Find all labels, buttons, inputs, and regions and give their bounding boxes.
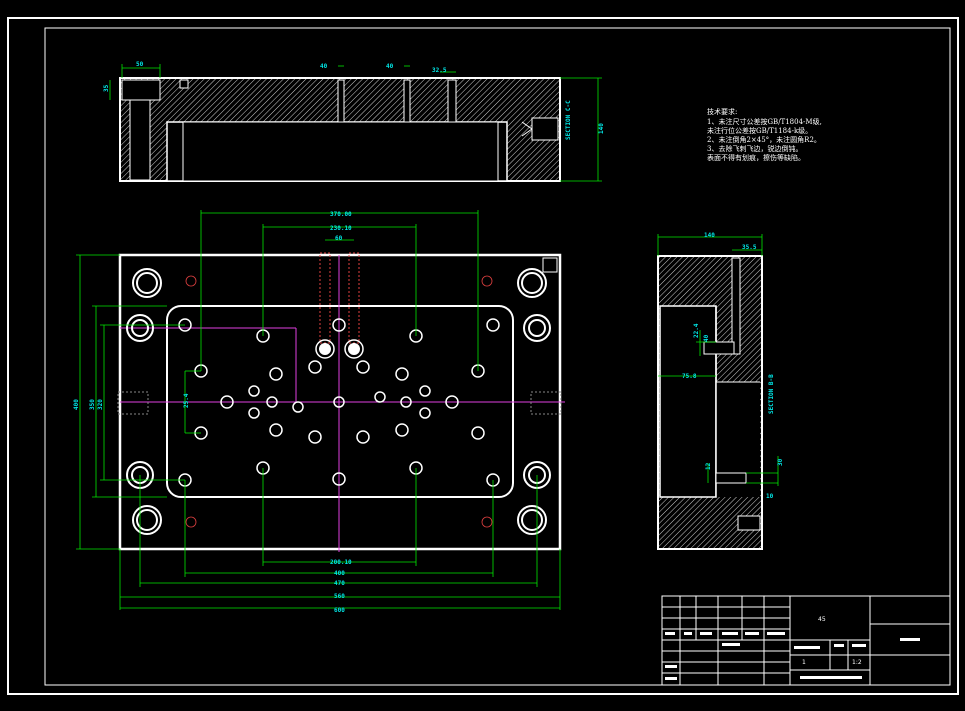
- front-section-view: [109, 64, 602, 182]
- notes-title: 技术要求:: [707, 107, 737, 116]
- dim-side-h4: 30: [777, 458, 784, 466]
- dim-front-w1: 50: [136, 61, 144, 68]
- title-block-scale: 1:2: [852, 659, 862, 666]
- title-block-fields: [665, 632, 920, 680]
- dim-side-w2: 35.5: [742, 244, 757, 251]
- dim-side-w1: 140: [704, 232, 715, 239]
- section-label-b: SECTION B-B: [768, 374, 775, 414]
- title-block-part-code: 45: [818, 616, 826, 623]
- dim-plan-bottom-4: 560: [334, 593, 345, 600]
- dim-front-w2: 40: [320, 63, 328, 70]
- dim-plan-top-mid: 230.10: [330, 225, 352, 232]
- dim-side-h1: 22.4: [693, 323, 700, 338]
- dim-plan-left-1: 400: [73, 399, 80, 410]
- title-block-sheet: 1: [802, 659, 806, 666]
- notes-line-4: 3、去除飞刺飞边，锐边倒钝。: [707, 144, 802, 153]
- notes-line-1: 1、未注尺寸公差按GB/T1804-M级,: [707, 117, 822, 126]
- dim-front-w4: 32.5: [432, 67, 447, 74]
- dim-plan-left-3: 320: [97, 399, 104, 410]
- plan-view: [76, 210, 565, 610]
- dim-plan-inner-v: 25.4: [183, 393, 190, 408]
- dim-plan-bottom-3: 470: [334, 580, 345, 587]
- dim-front-w3: 40: [386, 63, 394, 70]
- dim-plan-bottom-1: 200.10: [330, 559, 352, 566]
- dim-side-h5: 10: [766, 493, 774, 500]
- side-section-view: [657, 234, 779, 550]
- dim-plan-top-small: 60: [335, 235, 343, 242]
- dim-plan-top-outer: 370.00: [330, 211, 352, 218]
- dim-front-h1: 35: [103, 84, 110, 92]
- dim-plan-bottom-5: 600: [334, 607, 345, 614]
- dim-plan-left-2: 350: [89, 399, 96, 410]
- notes-line-5: 表面不得有划痕，擦伤等缺陷。: [707, 153, 805, 162]
- dim-plan-bottom-2: 400: [334, 570, 345, 577]
- section-label-c: SECTION C-C: [565, 100, 572, 140]
- notes-line-2: 未注行位公差按GB/T1184-k级。: [707, 126, 812, 135]
- notes-line-3: 2、未注倒角2×45°，未注圆角R2。: [707, 135, 821, 144]
- dim-front-h2: 140: [598, 123, 605, 134]
- dim-side-w3: 75.8: [682, 373, 697, 380]
- dim-side-h3: 12: [705, 462, 712, 470]
- technical-notes: 技术要求: 1、未注尺寸公差按GB/T1804-M级, 未注行位公差按GB/T1…: [707, 107, 822, 162]
- drawing-frame: [7, 17, 959, 695]
- title-block: [661, 595, 951, 686]
- dim-side-h2: 40: [703, 334, 710, 342]
